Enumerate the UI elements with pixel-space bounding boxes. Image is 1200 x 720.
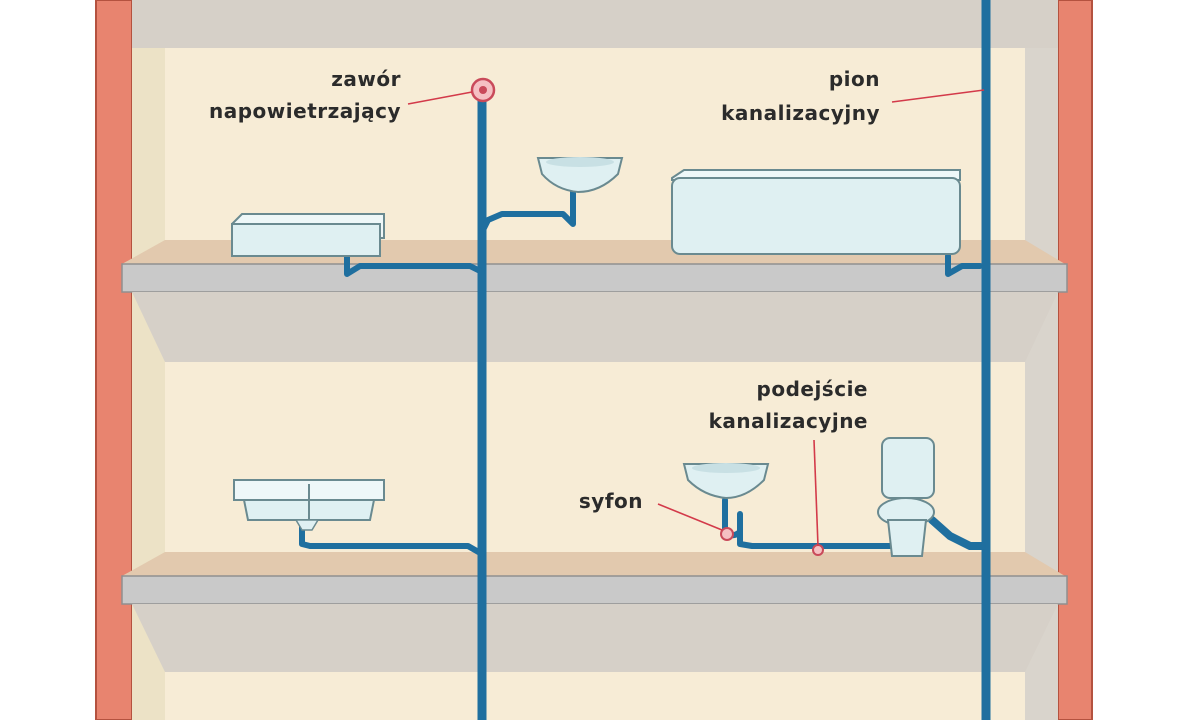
lower-double-sink [233, 479, 385, 531]
lower-wash-basin [682, 463, 770, 500]
upper-basin-drain-pipe [479, 185, 576, 235]
upper-ceiling-underside [132, 292, 1058, 362]
right-wall-inner-face [1025, 0, 1058, 720]
lower-floor-surface [122, 552, 1065, 576]
stack-label-line2: kanalizacyjny [721, 101, 880, 125]
left-wall-inner-face [132, 0, 165, 720]
bathtub [671, 169, 961, 255]
leader-lines [407, 89, 985, 547]
lower-floor-slab [121, 575, 1068, 605]
right-wall [1057, 0, 1093, 720]
trap-siphon [720, 497, 743, 541]
branch-leader [813, 439, 819, 547]
trap-leader [657, 503, 723, 531]
upper-sink-drain-pipe [344, 245, 485, 277]
lower-sink-drain-pipe [299, 523, 485, 557]
stack-leader [891, 89, 985, 103]
vent-valve-label-line1: zawór [331, 67, 401, 91]
upper-wash-basin [536, 157, 624, 194]
upper-kitchen-sink [231, 213, 385, 257]
top-ceiling [132, 0, 1058, 48]
left-wall [95, 0, 133, 720]
vent-valve-label-line2: napowietrzający [209, 99, 401, 123]
lower-ceiling-underside [132, 604, 1058, 672]
stack-label-line1: pion [829, 67, 880, 91]
trap-label: syfon [579, 489, 643, 513]
branch-drain-marker [812, 544, 824, 556]
air-admittance-valve [470, 77, 496, 103]
bathtub-drain-pipe [945, 253, 983, 277]
upper-floor-slab [121, 263, 1068, 293]
pipes [299, 0, 991, 720]
vent-valve-leader [407, 91, 473, 105]
toilet-drain-pipe [928, 516, 986, 550]
branch-label-line1: podejście [757, 377, 868, 401]
branch-label-line2: kanalizacyjne [709, 409, 868, 433]
toilet [877, 437, 935, 557]
